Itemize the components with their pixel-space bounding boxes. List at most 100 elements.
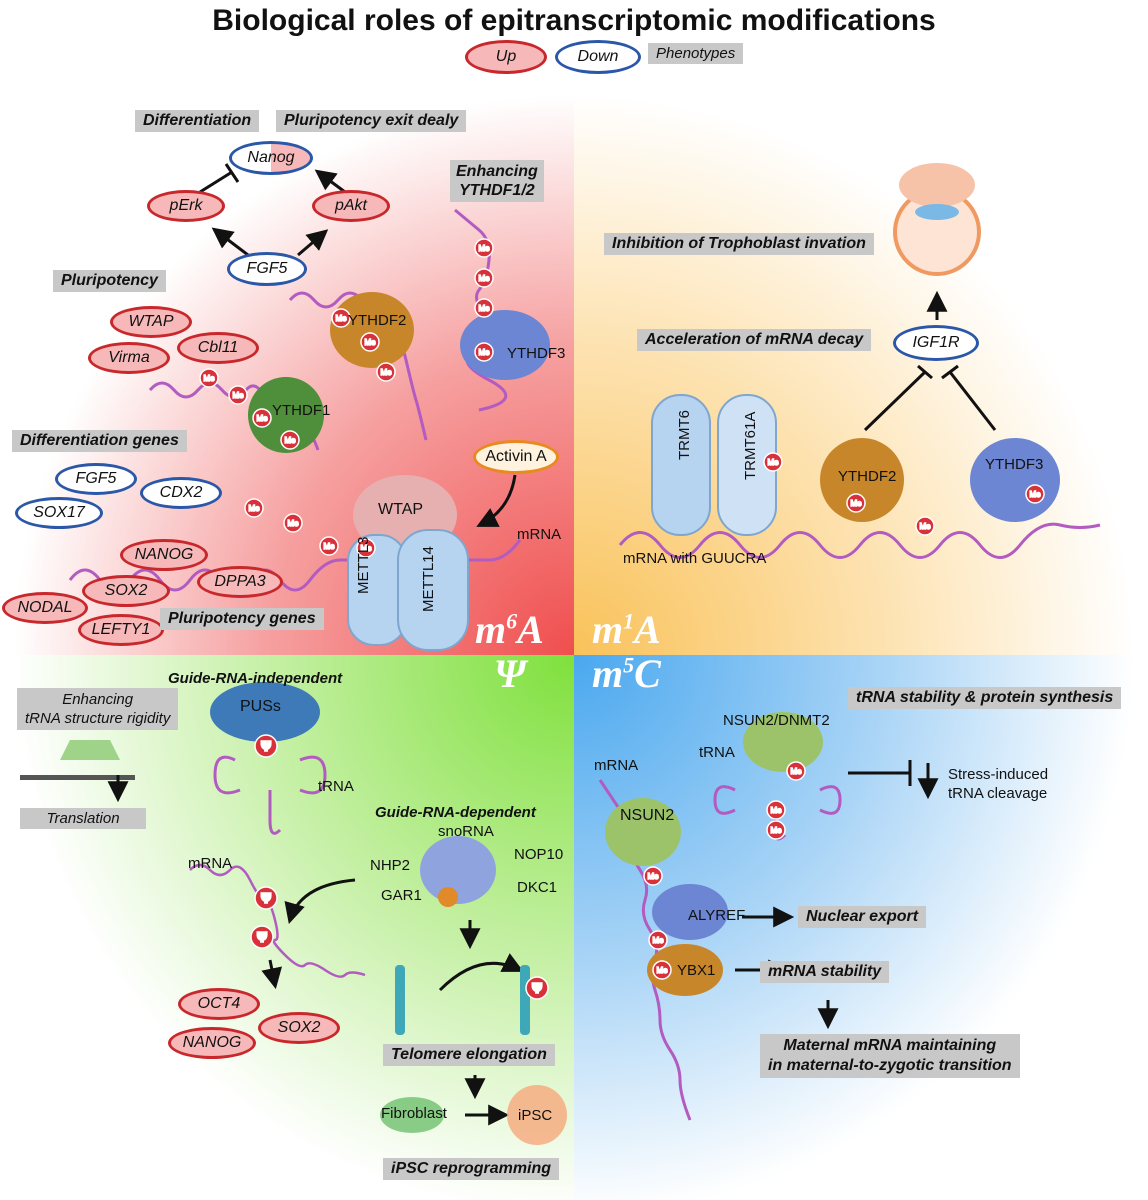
mettl3-label: METTL3 — [355, 536, 372, 594]
gar1-label: GAR1 — [381, 887, 422, 904]
ythdf3-protein — [460, 310, 550, 380]
fibroblast-cells — [380, 1097, 444, 1133]
me-mark — [376, 362, 396, 382]
pheno-mrna-stability: mRNA stability — [760, 961, 890, 983]
me-mark-text: Me — [203, 374, 215, 383]
me-mark-text: Me — [284, 436, 296, 445]
me-mark — [474, 298, 494, 318]
snorna-label: snoRNA — [438, 823, 494, 840]
ybx1-protein — [647, 944, 723, 996]
me-mark — [915, 516, 935, 536]
legend-phenotypes: Phenotypes — [648, 43, 744, 64]
snorna-complex — [420, 836, 496, 904]
pheno-differentiation-genes: Differentiation genes — [12, 430, 187, 452]
mrna-guucra-label: mRNA with GUUCRA — [623, 550, 767, 567]
nsun2-dnmt2-label: NSUN2/DNMT2 — [723, 712, 830, 729]
m1a-ythdf2-protein — [820, 438, 904, 522]
psi-nanog-pill: NANOG — [168, 1027, 256, 1059]
pheno-pluripotency-genes: Pluripotency genes — [160, 608, 324, 630]
wtap-pill: WTAP — [110, 306, 192, 338]
psi-sox2-pill: SOX2 — [258, 1012, 340, 1044]
nanog-pill: Nanog — [229, 141, 313, 175]
pheno-telomere: Telomere elongation — [383, 1044, 555, 1066]
m5c-mrna-label: mRNA — [594, 757, 639, 774]
ybx1-label: YBX1 — [677, 962, 716, 979]
me-mark-text: Me — [1029, 490, 1041, 499]
psi-mark-text: Ψ — [260, 892, 271, 907]
me-mark-text: Me — [767, 458, 779, 467]
me-mark — [319, 536, 339, 556]
m6a-mrna-label: mRNA — [517, 526, 562, 543]
guide-independent-label: Guide-RNA-independent — [168, 670, 343, 687]
guide-dependent-label: Guide-RNA-dependent — [375, 804, 536, 821]
figure-title: Biological roles of epitranscriptomic mo… — [212, 4, 936, 37]
trmt61a-label: TRMT61A — [742, 411, 759, 480]
me-mark-text: Me — [647, 872, 659, 881]
m1a-label: m1A — [592, 607, 661, 652]
me-mark-text: Me — [323, 542, 335, 551]
me-mark — [652, 960, 672, 980]
me-mark-text: Me — [232, 391, 244, 400]
me-mark-text: Me — [919, 522, 931, 531]
me-mark — [244, 498, 264, 518]
fgf5-top-pill: FGF5 — [227, 252, 307, 286]
me-mark-text: Me — [360, 544, 372, 553]
me-mark — [474, 268, 494, 288]
sox2-pill: SOX2 — [82, 575, 170, 607]
psi-mark-text: Ψ — [531, 982, 542, 997]
me-mark — [474, 342, 494, 362]
alyref-label: ALYREF — [688, 907, 746, 924]
m1a-ythdf3-label: YTHDF3 — [985, 456, 1044, 473]
nop10-label: NOP10 — [514, 846, 564, 863]
psi-mark — [254, 734, 278, 758]
pheno-pluripotency-exit: Pluripotency exit dealy — [276, 110, 467, 132]
me-mark-text: Me — [287, 519, 299, 528]
sox17-pill: SOX17 — [15, 497, 103, 529]
fibroblast-label: Fibroblast — [381, 1105, 447, 1122]
pheno-nuclear-export: Nuclear export — [798, 906, 927, 928]
inner-cell-mass — [915, 204, 959, 220]
me-mark — [1025, 484, 1045, 504]
ythdf1-label: YTHDF1 — [272, 402, 331, 419]
puss-label: PUSs — [240, 698, 281, 715]
me-mark — [228, 385, 248, 405]
psi-label: Ψ — [494, 651, 526, 696]
m1a-quadrant-bg — [574, 90, 1148, 655]
ythdf3-label: YTHDF3 — [507, 345, 566, 362]
nsun2-label: NSUN2 — [620, 807, 675, 824]
me-mark — [360, 332, 380, 352]
me-mark-text: Me — [335, 314, 347, 323]
trmt6-label: TRMT6 — [676, 410, 693, 460]
pheno-ipsc-reprogramming: iPSC reprogramming — [383, 1158, 560, 1180]
me-mark-text: Me — [790, 767, 802, 776]
pakt-pill: pAkt — [312, 190, 390, 222]
me-mark — [356, 538, 376, 558]
trmt6-protein — [651, 394, 711, 536]
psi-mrna-strand — [189, 863, 366, 978]
igf1r-pill: IGF1R — [893, 325, 979, 361]
nhp2-label: NHP2 — [370, 857, 411, 874]
m1a-mrna-strand — [618, 522, 1101, 559]
gar1-protein — [438, 887, 458, 907]
cbl11-pill: Cbl11 — [177, 332, 259, 364]
wtap-protein-label: WTAP — [378, 501, 424, 518]
me-mark-text: Me — [656, 966, 668, 975]
telomere-elongate-arrow — [438, 953, 524, 992]
psi-mrna-label: mRNA — [188, 855, 233, 872]
me-mark — [199, 368, 219, 388]
me-mark-text: Me — [380, 368, 392, 377]
perk-pill: pErk — [147, 190, 225, 222]
activin-a-pill: Activin A — [473, 440, 559, 474]
me-mark — [474, 238, 494, 258]
trophoblast-cells — [899, 163, 975, 207]
psi-mark-text: Ψ — [260, 740, 271, 755]
m1a-arrows — [863, 290, 997, 432]
legend-down: Down — [555, 40, 641, 74]
me-mark-text: Me — [770, 826, 782, 835]
ythdf2-label: YTHDF2 — [348, 312, 407, 329]
virma-pill: Virma — [88, 342, 170, 374]
